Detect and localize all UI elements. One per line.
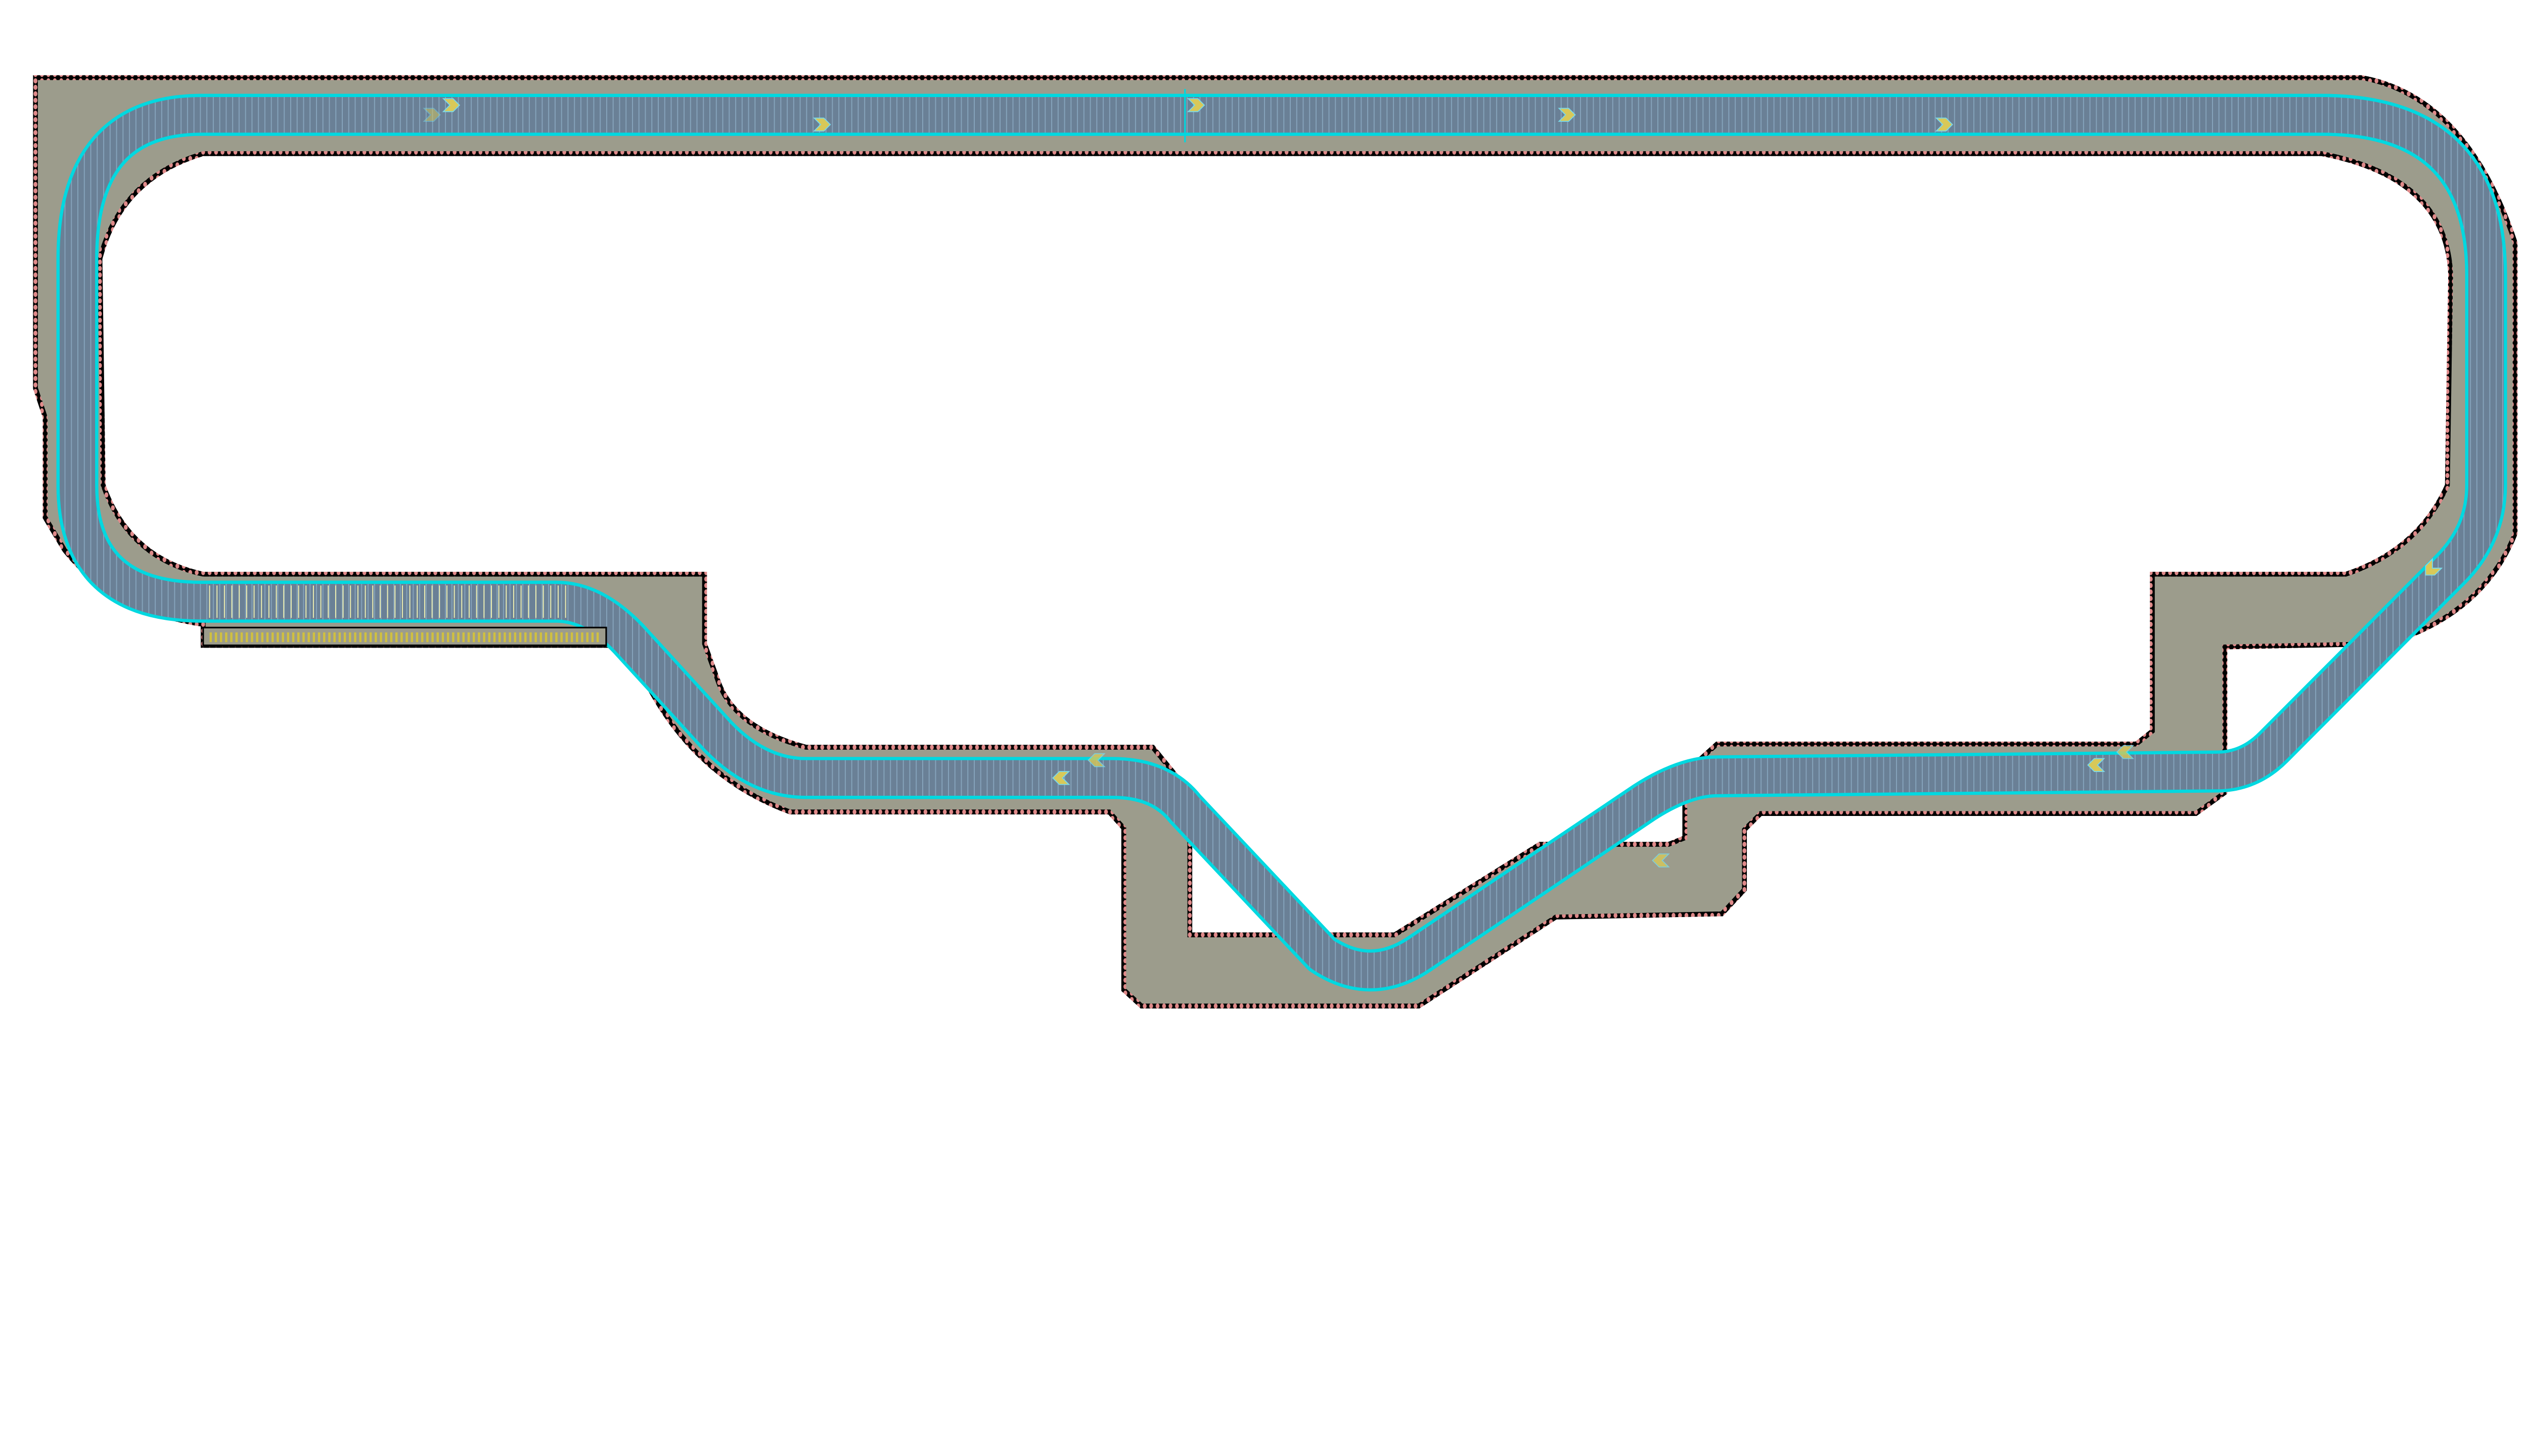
pit-lane-markings [209, 585, 566, 618]
chevron-icon [442, 98, 461, 112]
race-track-map [33, 75, 2518, 1009]
seat [400, 632, 403, 643]
seat [395, 632, 398, 643]
seat [261, 632, 264, 643]
track-edge [56, 94, 2507, 992]
seat [576, 632, 578, 643]
seat [235, 632, 238, 643]
seat [302, 632, 305, 643]
seat [318, 632, 321, 643]
seat [431, 632, 434, 643]
seat [462, 632, 465, 643]
chevron-icon [813, 117, 831, 132]
seat [472, 632, 475, 643]
seat [529, 632, 532, 643]
seat [323, 632, 326, 643]
seat [338, 632, 341, 643]
seat [452, 632, 455, 643]
seat [509, 632, 511, 643]
seat [225, 632, 228, 643]
chevron-icon [1935, 117, 1953, 132]
seat [312, 632, 315, 643]
seat [416, 632, 419, 643]
seat [493, 632, 496, 643]
seat [333, 632, 336, 643]
seat [467, 632, 470, 643]
seat [586, 632, 589, 643]
seat [209, 632, 212, 643]
seat [292, 632, 295, 643]
seat [524, 632, 527, 643]
seat [596, 632, 599, 643]
seat [349, 632, 351, 643]
seat [565, 632, 568, 643]
seat [426, 632, 429, 643]
seat [457, 632, 460, 643]
seat [519, 632, 522, 643]
runoff-area [33, 75, 2518, 1009]
seat [256, 632, 258, 643]
seat [534, 632, 537, 643]
seat [307, 632, 310, 643]
seat [545, 632, 548, 643]
chevron-icon [1558, 108, 1576, 122]
seat [550, 632, 553, 643]
chevron-icon [1652, 853, 1670, 868]
track-surface [59, 97, 2504, 988]
seat [483, 632, 485, 643]
seat [488, 632, 491, 643]
chevron-icon [1052, 771, 1070, 785]
seat [359, 632, 362, 643]
chevron-icon [2087, 758, 2105, 772]
seat [277, 632, 279, 643]
seat [328, 632, 331, 643]
seat [343, 632, 346, 643]
seat [498, 632, 501, 643]
seat [436, 632, 439, 643]
seat [581, 632, 583, 643]
seat [478, 632, 480, 643]
seat [446, 632, 449, 643]
seat [514, 632, 517, 643]
seat [591, 632, 594, 643]
chevron-icon [423, 108, 441, 122]
seat [504, 632, 506, 643]
track-map-container [33, 75, 2518, 1009]
seat [364, 632, 367, 643]
seat [245, 632, 248, 643]
seat [369, 632, 372, 643]
seat [555, 632, 558, 643]
seat [214, 632, 217, 643]
seat [539, 632, 543, 643]
direction-markers [423, 98, 2443, 868]
seat [390, 632, 393, 643]
seat [251, 632, 253, 643]
seat [219, 632, 222, 643]
chevron-icon [2425, 558, 2443, 576]
seat [354, 632, 356, 643]
chevron-icon [1088, 753, 1106, 767]
seat [271, 632, 274, 643]
seat [441, 632, 444, 643]
seat [287, 632, 290, 643]
seat [282, 632, 284, 643]
seat [411, 632, 413, 643]
grandstand-base [202, 626, 607, 647]
seat [230, 632, 233, 643]
seat [297, 632, 300, 643]
grandstand-icon [202, 626, 607, 647]
chevron-icon [1187, 98, 1205, 112]
seat [240, 632, 243, 643]
grandstand-seats [209, 632, 599, 643]
seat [380, 632, 382, 643]
seat [560, 632, 563, 643]
seat [421, 632, 424, 643]
chevron-icon [2116, 745, 2135, 759]
seat [266, 632, 269, 643]
seat [570, 632, 573, 643]
seat [405, 632, 408, 643]
seat [385, 632, 387, 643]
seat [375, 632, 377, 643]
